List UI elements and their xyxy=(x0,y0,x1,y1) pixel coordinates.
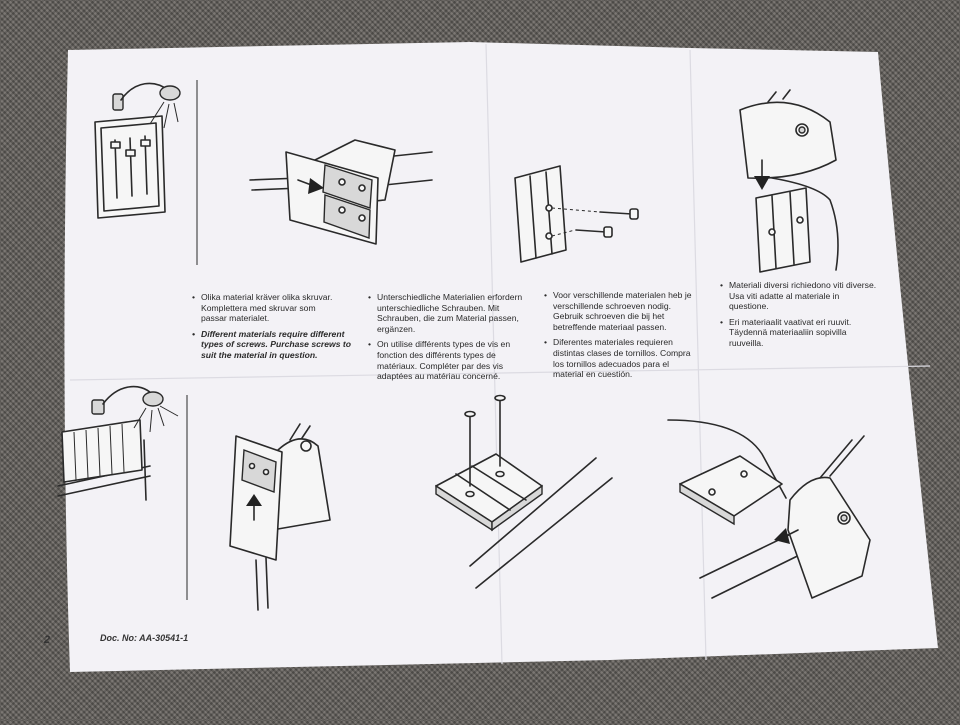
instruction-text-fi: Eri materiaalit vaativat eri ruuvit. Täy… xyxy=(720,317,900,349)
cover-push-side-illustration xyxy=(667,419,871,599)
plate-on-shelf-screws-illustration xyxy=(435,394,613,589)
instruction-text-en: Different materials require different ty… xyxy=(192,329,367,361)
cover-attach-illustration xyxy=(739,89,839,273)
bracket-slide-illustration xyxy=(249,139,433,245)
instruction-text-it: Materiali diversi richiedono viti divers… xyxy=(720,280,900,312)
lamp-on-wall-illustration xyxy=(94,82,181,219)
text-column-it-fi: Materiali diversi richiedono viti divers… xyxy=(720,280,900,354)
bracket-push-up-illustration xyxy=(229,423,331,611)
text-column-nl-es: Voor verschillende materialen heb je ver… xyxy=(544,290,719,385)
lamp-over-shelf-illustration xyxy=(57,385,179,501)
wall-plate-screws-illustration xyxy=(514,165,639,263)
instruction-text-nl: Voor verschillende materialen heb je ver… xyxy=(544,290,719,332)
instruction-text-de: Unterschiedliche Materialien erfordern u… xyxy=(368,292,543,334)
instruction-text-es: Diferentes materiales requieren distinta… xyxy=(544,337,719,379)
instruction-text-sv: Olika material kräver olika skruvar. Kom… xyxy=(192,292,367,324)
page-number: 2 xyxy=(44,634,51,646)
doc-number: Doc. No: AA-30541-1 xyxy=(100,633,189,643)
text-column-de-fr: Unterschiedliche Materialien erfordern u… xyxy=(368,292,543,387)
instruction-text-fr: On utilise différents types de vis en fo… xyxy=(368,339,543,381)
text-column-sv-en: Olika material kräver olika skruvar. Kom… xyxy=(192,292,367,366)
